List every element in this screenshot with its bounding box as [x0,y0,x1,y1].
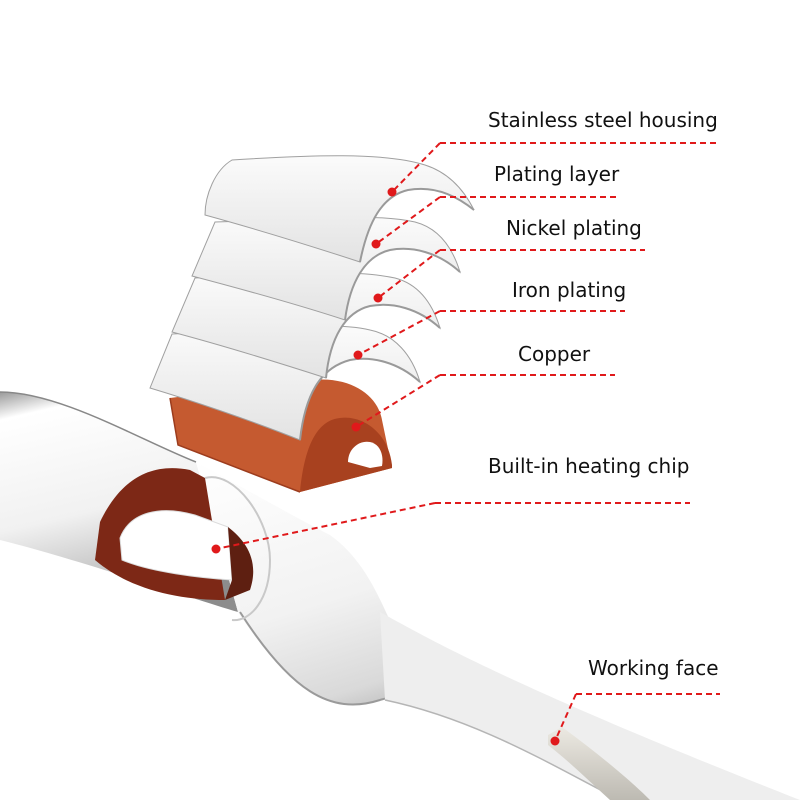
label-working-face: Working face [588,656,719,680]
label-heating-chip: Built-in heating chip [488,454,689,478]
label-stainless-steel-housing: Stainless steel housing [488,108,718,132]
label-copper: Copper [518,342,590,366]
label-nickel-plating: Nickel plating [506,216,642,240]
leader-copper [356,375,615,427]
label-plating-layer: Plating layer [494,162,619,186]
label-iron-plating: Iron plating [512,278,626,302]
